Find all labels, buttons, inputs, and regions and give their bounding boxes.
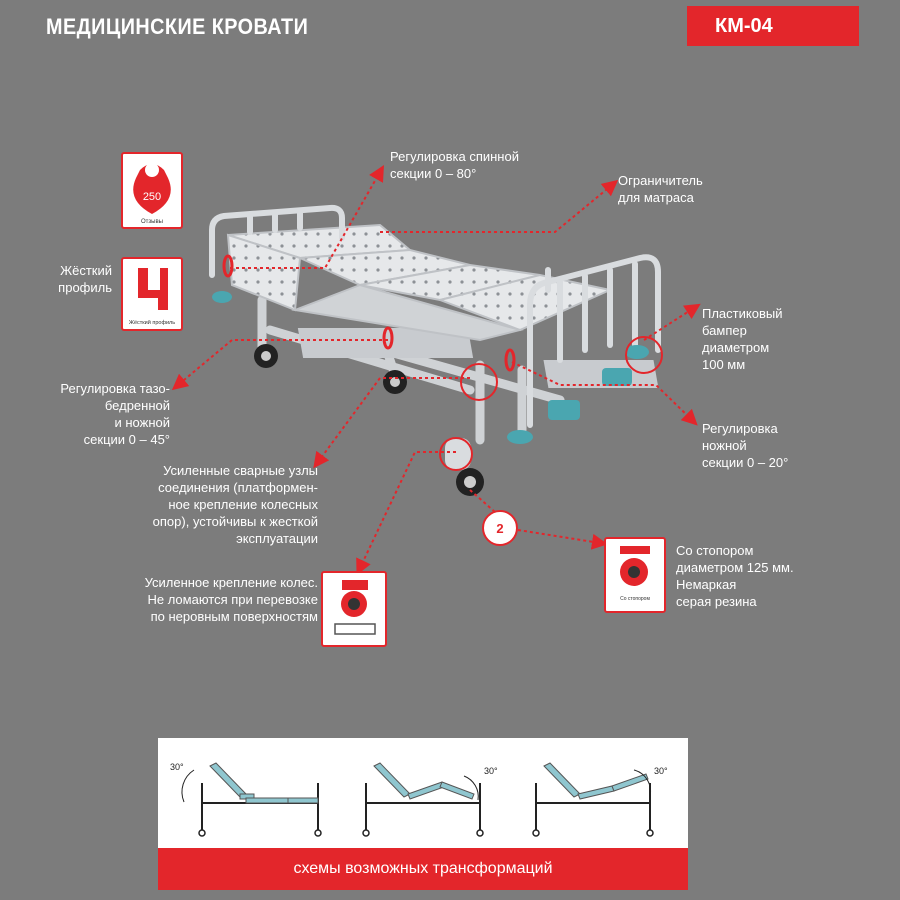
marker-number: 2 — [496, 521, 503, 536]
label-hip-section: Регулировка тазо- бедренной и ножной сек… — [60, 381, 170, 447]
profile-badge: Жёсткий профиль — [121, 257, 183, 331]
label-wheel-mount: Усиленное крепление колес. Не ломаются п… — [144, 575, 318, 624]
marker-circle — [482, 510, 518, 546]
wheel-mount-badge — [321, 571, 387, 647]
highlight-circles — [439, 336, 663, 471]
scheme-diagrams: 30° 30° 30° — [170, 762, 668, 837]
load-value: 250 — [143, 191, 161, 203]
label-rigid-profile: Жёсткий профиль — [58, 263, 112, 295]
label-foot-section: Регулировка ножной секции 0 – 20° — [702, 421, 789, 470]
schemes-caption: схемы возможных трансформаций — [158, 848, 688, 890]
castor-badge: Со стопором — [604, 537, 666, 613]
label-bumper: Пластиковый бампер диаметром 100 мм — [702, 306, 783, 372]
bumpers — [212, 291, 649, 444]
label-back-section: Регулировка спинной секции 0 – 80° — [390, 149, 519, 181]
scheme2-angle: 30° — [484, 766, 498, 776]
label-welds: Усиленные сварные узлы соединения (платф… — [152, 463, 318, 546]
load-badge: 250 Отзывы — [121, 152, 183, 229]
callout-arrows — [171, 165, 701, 576]
page-title: МЕДИЦИНСКИЕ КРОВАТИ — [46, 14, 309, 39]
load-caption: Отзывы — [141, 219, 163, 225]
castor-caption: Со стопором — [620, 596, 650, 602]
profile-caption: Жёсткий профиль — [129, 319, 175, 326]
label-castor: Со стопором диаметром 125 мм. Немаркая с… — [676, 543, 794, 609]
label-limiter: Ограничитель для матраса — [618, 173, 703, 205]
transformation-schemes: 30° 30° 30° схемы возможных трансформаци… — [158, 738, 688, 890]
wheels — [254, 344, 484, 496]
scheme3-angle: 30° — [654, 766, 668, 776]
scheme1-angle: 30° — [170, 762, 184, 772]
model-badge: КМ-04 — [687, 6, 859, 46]
